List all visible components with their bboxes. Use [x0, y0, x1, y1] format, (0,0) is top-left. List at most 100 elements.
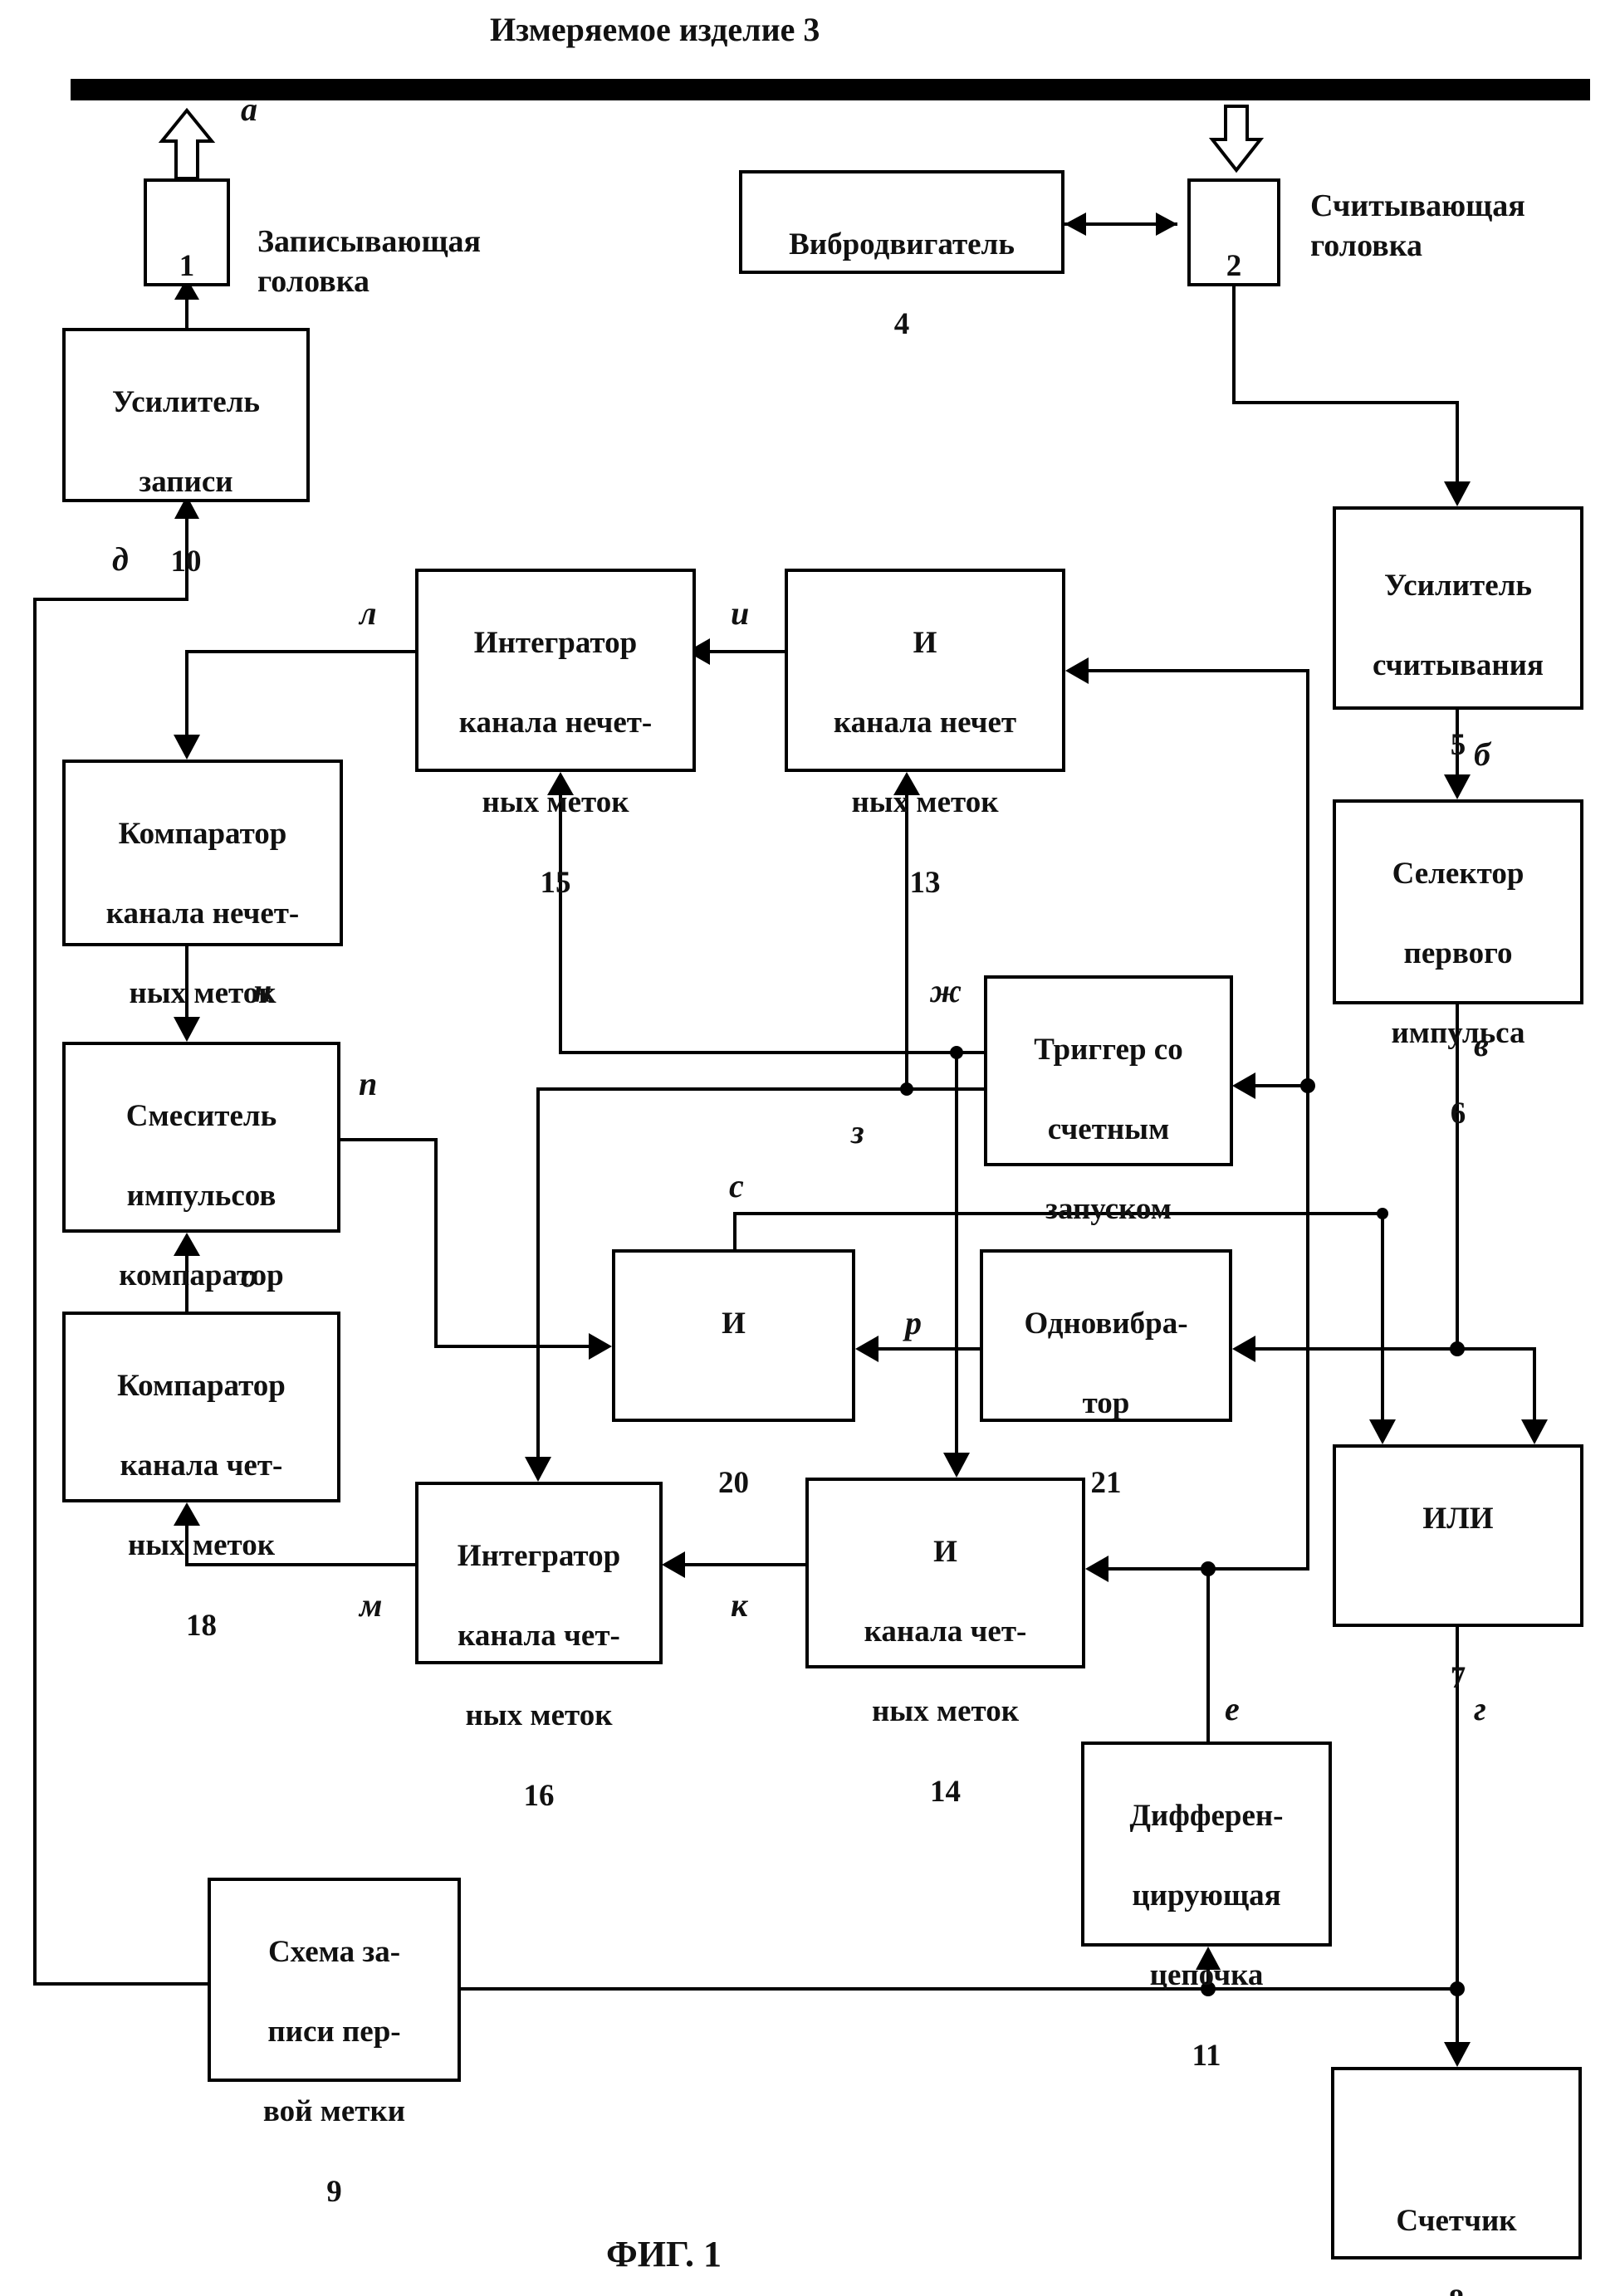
block-text — [1334, 2122, 1578, 2162]
block-text: запуском — [987, 1190, 1230, 1229]
block-text: импульсов — [66, 1176, 337, 1216]
block-text: счетным — [987, 1110, 1230, 1150]
block-text: Усилитель — [66, 383, 306, 423]
block-number: 7 — [1336, 1658, 1580, 1698]
block-text: Селектор — [1336, 854, 1580, 894]
signal-m: м — [360, 1585, 382, 1624]
block-21-one-shot: Одновибра- тор 21 — [980, 1249, 1232, 1422]
signal-v: в — [1474, 1025, 1489, 1064]
block-text — [615, 1384, 852, 1424]
block-text: импульса — [1336, 1014, 1580, 1053]
block-19-pulse-mixer: Смеситель импульсов компаратор 19 — [62, 1042, 340, 1233]
block-10-write-amplifier: Усилитель записи 10 — [62, 328, 310, 502]
block-number: 13 — [788, 863, 1062, 903]
block-number: 2 — [1191, 247, 1277, 286]
block-text: цепочка — [1084, 1956, 1329, 1996]
signal-p: п — [359, 1064, 377, 1103]
block-text: канала нечет — [788, 703, 1062, 743]
signal-r: р — [905, 1303, 922, 1342]
block-text: Интегратор — [418, 623, 692, 663]
block-text: Компаратор — [66, 814, 340, 854]
block-text: канала нечет- — [66, 894, 340, 934]
block-9-first-mark-writer: Схема за- писи пер- вой метки 9 — [208, 1878, 461, 2082]
block-18-comparator-even: Компаратор канала чет- ных меток 18 — [62, 1312, 340, 1502]
block-text: И — [788, 623, 1062, 663]
signal-z: з — [851, 1112, 864, 1151]
block-text: И — [809, 1532, 1082, 1572]
block-number: 9 — [211, 2172, 458, 2212]
hollow-arrow-up — [162, 110, 212, 178]
block-text: канала чет- — [418, 1616, 659, 1656]
block-number: 14 — [809, 1772, 1082, 1812]
signal-b: б — [1474, 735, 1490, 774]
block-text: ИЛИ — [1336, 1499, 1580, 1539]
block-text: Триггер со — [987, 1030, 1230, 1070]
block-6-first-pulse-selector: Селектор первого импульса 6 — [1333, 799, 1583, 1004]
signal-zh: ж — [930, 971, 962, 1010]
block-2-read-head: 2 — [1187, 178, 1280, 286]
signal-a: а — [241, 90, 257, 129]
block-8-counter: Счетчик 8 — [1331, 2067, 1582, 2259]
block-text: канала чет- — [66, 1446, 337, 1486]
signal-l: л — [360, 594, 377, 633]
block-text: Дифферен- — [1084, 1796, 1329, 1836]
signal-e: е — [1225, 1689, 1240, 1728]
block-text: Вибродвигатель — [742, 225, 1061, 265]
block-number: 5 — [1336, 725, 1580, 765]
block-text: Одновибра- — [983, 1304, 1229, 1344]
signal-s: с — [729, 1166, 744, 1205]
hollow-arrow-down — [1212, 106, 1260, 170]
read-head-label: Считывающая головка — [1310, 187, 1525, 266]
block-12-trigger: Триггер со счетным запуском 12 — [984, 975, 1233, 1166]
block-text: компаратор — [66, 1256, 337, 1296]
block-text: цирующая — [1084, 1876, 1329, 1916]
product-bar — [71, 79, 1590, 100]
block-text: Схема за- — [211, 1932, 458, 1972]
block-number: 1 — [147, 247, 227, 286]
signal-n: н — [253, 971, 272, 1010]
block-text: Интегратор — [418, 1536, 659, 1576]
block-text: Усилитель — [1336, 566, 1580, 606]
signal-k: к — [731, 1585, 747, 1624]
block-number: 16 — [418, 1776, 659, 1816]
block-11-differentiator: Дифферен- цирующая цепочка 11 — [1081, 1742, 1332, 1947]
block-text: вой метки — [211, 2092, 458, 2132]
block-1-write-head: 1 — [144, 178, 230, 286]
figure-caption: ФИГ. 1 — [606, 2233, 722, 2275]
block-text: записи — [66, 462, 306, 502]
signal-g: г — [1474, 1689, 1486, 1728]
page-title: Измеряемое изделие 3 — [490, 10, 820, 49]
block-15-integrator-odd: Интегратор канала нечет- ных меток 15 — [415, 569, 696, 772]
block-text — [1336, 1579, 1580, 1619]
block-text: ных меток — [788, 783, 1062, 823]
block-text: ных меток — [418, 783, 692, 823]
block-text: ных меток — [66, 1526, 337, 1566]
block-text: тор — [983, 1384, 1229, 1424]
block-text: Смеситель — [66, 1097, 337, 1136]
block-text: считывания — [1336, 646, 1580, 686]
block-4-vibro-motor: Вибродвигатель 4 — [739, 170, 1064, 274]
signal-d: д — [112, 540, 129, 579]
block-number: 18 — [66, 1606, 337, 1646]
signal-o: о — [241, 1256, 257, 1295]
write-head-label: Записывающая головка — [257, 222, 481, 301]
block-number: 11 — [1084, 2036, 1329, 2076]
block-7-or: ИЛИ 7 — [1333, 1444, 1583, 1627]
block-number: 15 — [418, 863, 692, 903]
block-text: писи пер- — [211, 2012, 458, 2052]
signal-i: и — [731, 594, 749, 633]
block-17-comparator-odd: Компаратор канала нечет- ных меток 17 — [62, 760, 343, 946]
block-text: первого — [1336, 934, 1580, 974]
block-number: 4 — [742, 305, 1061, 344]
block-13-and-odd: И канала нечет ных меток 13 — [785, 569, 1065, 772]
block-text: И — [615, 1304, 852, 1344]
block-16-integrator-even: Интегратор канала чет- ных меток 16 — [415, 1482, 663, 1664]
block-14-and-even: И канала чет- ных меток 14 — [805, 1478, 1085, 1668]
block-text: Счетчик — [1334, 2201, 1578, 2241]
block-text: ных меток — [66, 974, 340, 1014]
block-number: 8 — [1334, 2281, 1578, 2296]
block-text: ных меток — [809, 1692, 1082, 1732]
block-text: ных меток — [418, 1696, 659, 1736]
block-text: канала нечет- — [418, 703, 692, 743]
